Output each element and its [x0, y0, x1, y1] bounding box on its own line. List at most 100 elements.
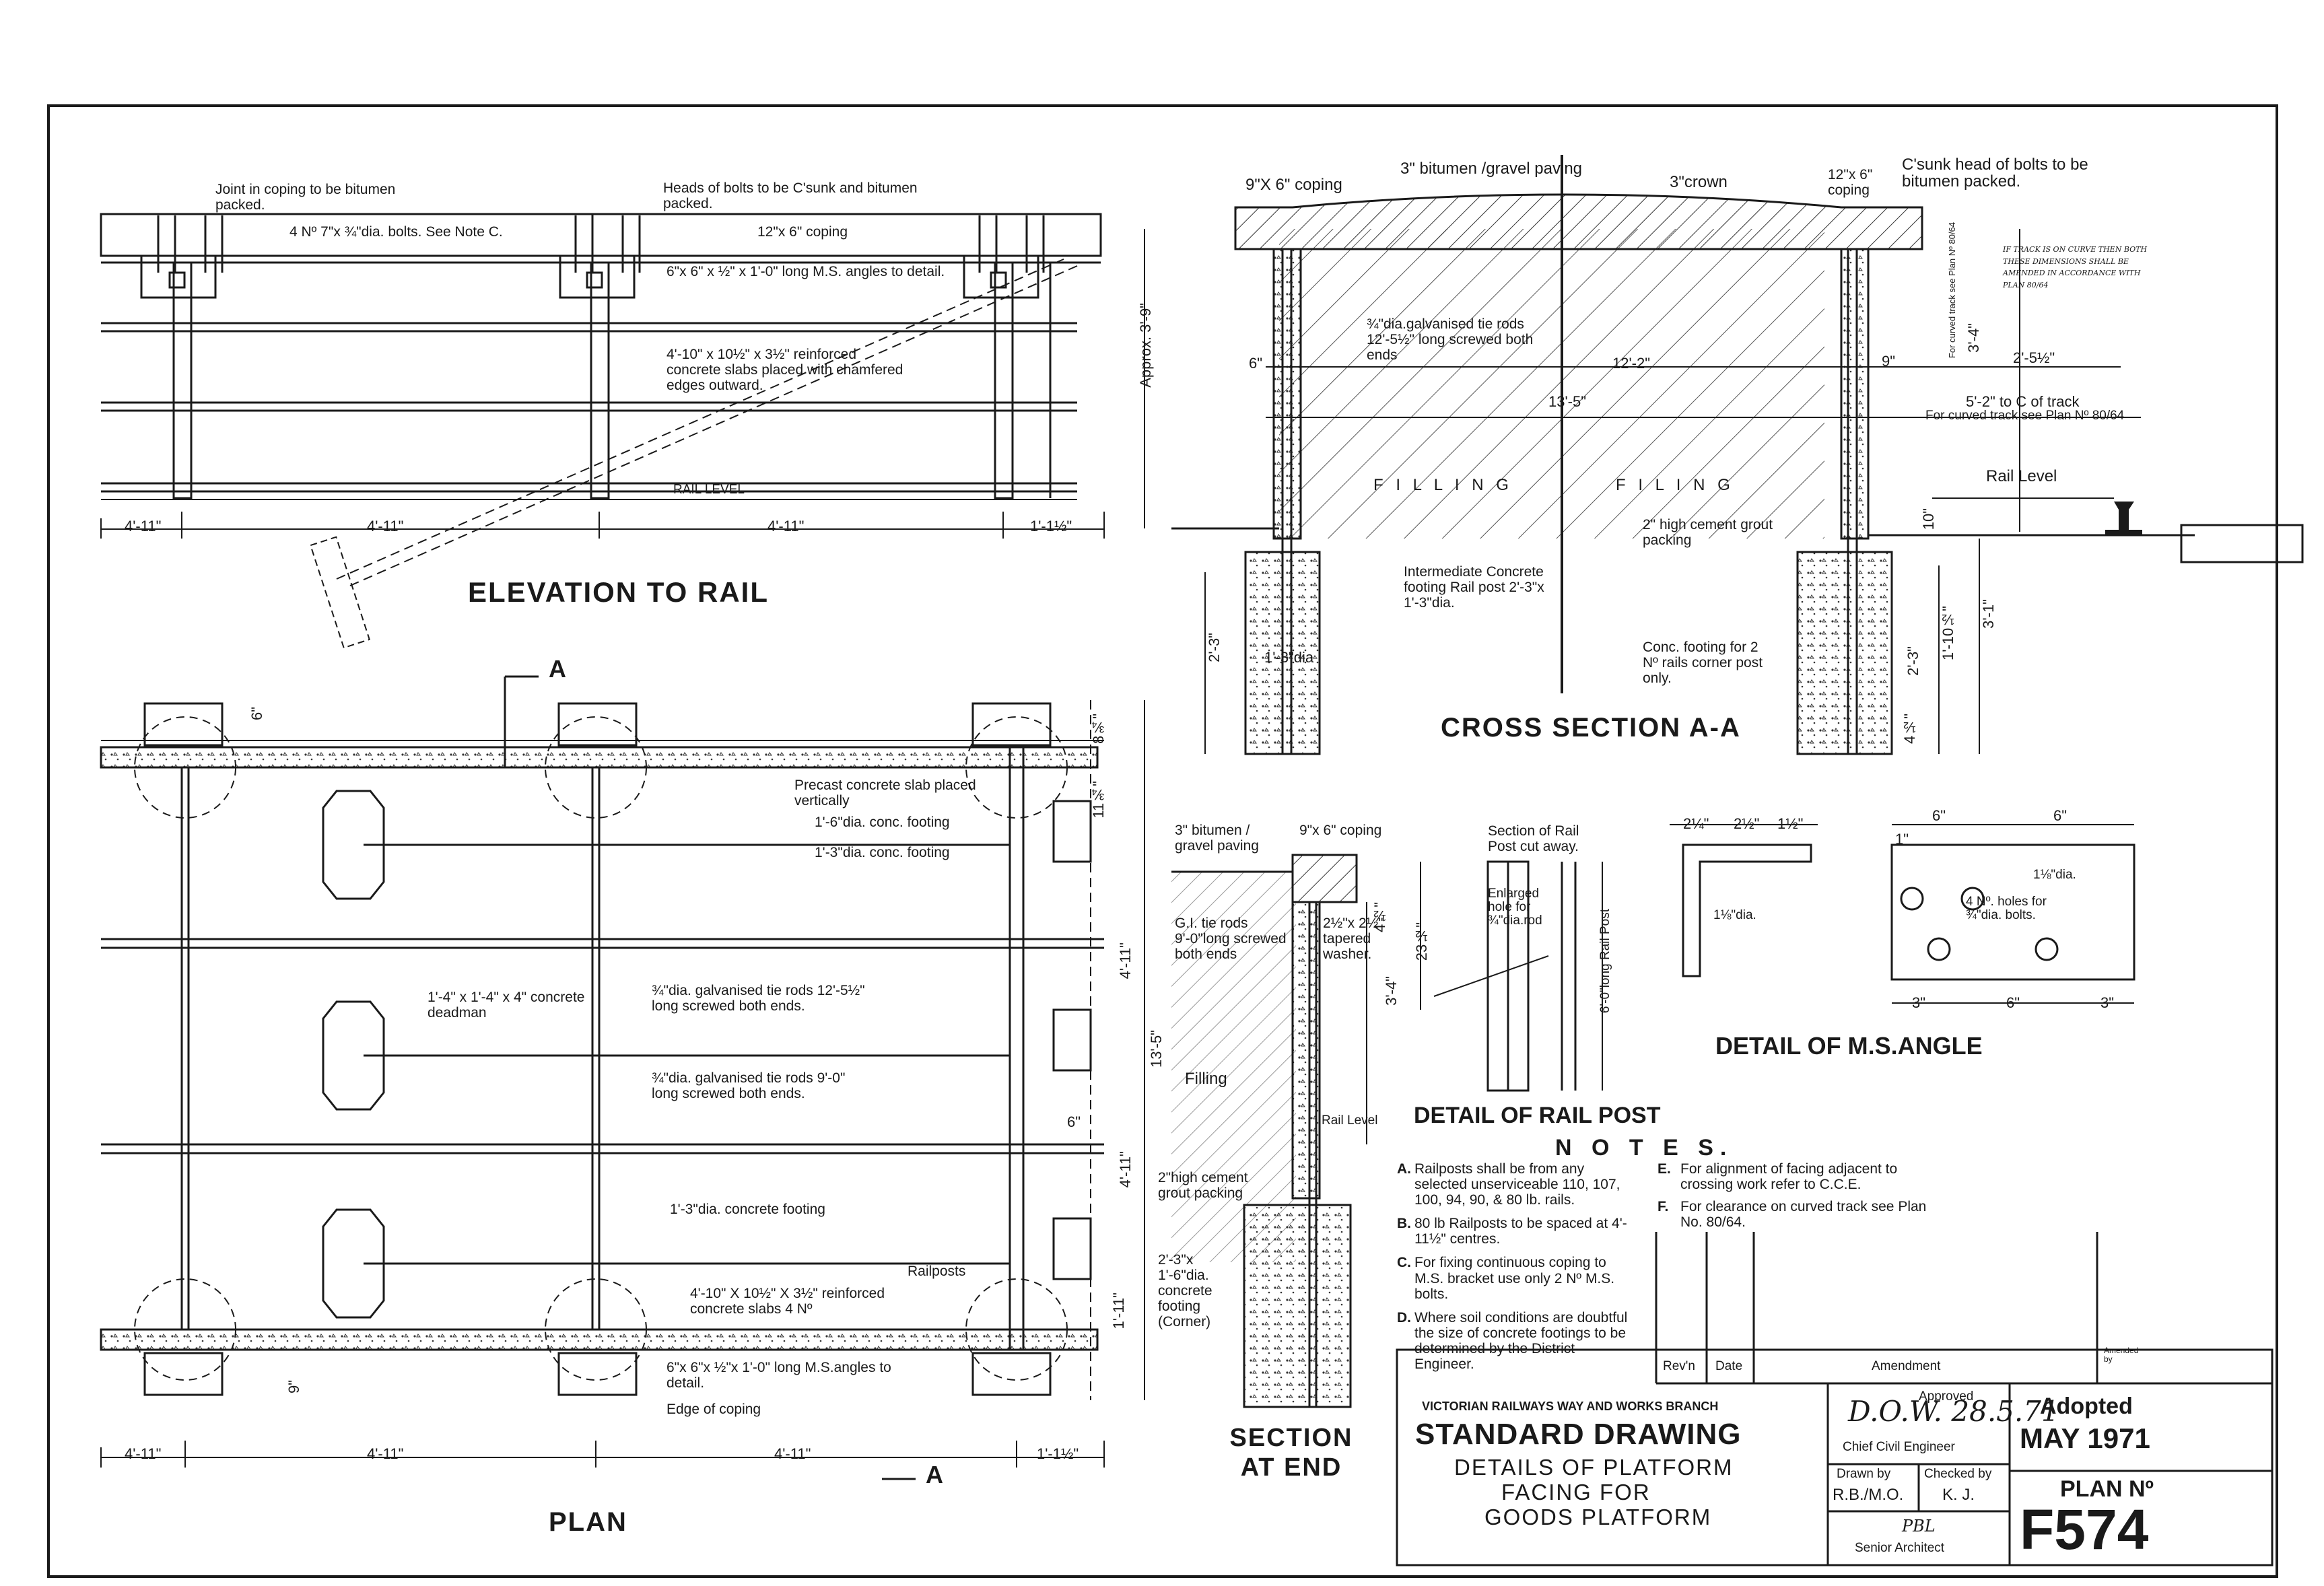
note-item: A.Railposts shall be from any selected u… — [1397, 1161, 1646, 1208]
cross-section-coping-left-label: 9"X 6" coping — [1245, 176, 1342, 194]
section-at-end-view — [1171, 854, 1367, 1408]
title-block — [1396, 1232, 2274, 1566]
title-block-title-line-2: FACING FOR — [1501, 1480, 1651, 1505]
ms-angle-hole-dia: 1⅛"dia. — [1713, 908, 1756, 922]
elevation-dim-3: 4'-11" — [767, 518, 805, 535]
cross-section-dim-1-10: 1'-10½" — [1940, 606, 1956, 661]
title-block-architect: Senior Architect — [1855, 1541, 1945, 1555]
note-text: Railposts shall be from any selected uns… — [1414, 1161, 1620, 1208]
plan-dim-right-1: 8¾" — [1090, 714, 1107, 745]
title-block-plan-no: F574 — [2020, 1498, 2149, 1561]
cross-section-dim-2-5: 2'-5½" — [2013, 349, 2055, 366]
note-text: 80 lb Railposts to be spaced at 4'- 11½"… — [1414, 1216, 1627, 1247]
plan-footing-16-label: 1'-6"dia. conc. footing — [815, 815, 950, 830]
plan-dim-right-4: 4'-11" — [1117, 1151, 1134, 1188]
plan-title: PLAN — [549, 1507, 627, 1537]
ms-angle-dim-1: 1" — [1895, 831, 1909, 848]
note-text: For clearance on curved track see Plan N… — [1680, 1199, 1927, 1231]
cross-section-dim-1-3: 1'-3"dia — [1264, 649, 1314, 666]
title-block-approved: Approved — [1919, 1389, 1974, 1404]
cross-section-curved-track-label-2: For curved track see Plan Nº 80/64 — [1947, 222, 1957, 359]
rail-post-long-label: 6'-0"long Rail Post — [1598, 909, 1612, 1014]
notes-list-left: A.Railposts shall be from any selected u… — [1397, 1161, 1646, 1380]
cross-section-view — [1144, 155, 2304, 755]
cross-section-dim-4: 4½" — [1901, 714, 1918, 745]
ms-angle-dim-bottom-1: 3" — [1912, 994, 1926, 1011]
rail-post-dim-1: 4½" — [1371, 902, 1388, 933]
cross-section-dim-approx: Approx. 3'-9" — [1137, 303, 1154, 388]
plan-edge-label: Edge of coping — [667, 1402, 761, 1417]
title-block-org: VICTORIAN RAILWAYS WAY AND WORKS BRANCH — [1422, 1400, 1719, 1413]
elevation-dim-4: 1'-1½" — [1030, 518, 1072, 535]
note-item: F.For clearance on curved track see Plan… — [1657, 1199, 1960, 1230]
cross-section-paving-label: 3" bitumen /gravel paving — [1400, 160, 1583, 178]
elevation-title: ELEVATION TO RAIL — [468, 576, 770, 608]
section-marker-top: A — [549, 655, 568, 683]
note-key: E. — [1657, 1161, 1671, 1177]
cross-section-crown-label: 3"crown — [1670, 173, 1728, 191]
plan-deadman-label: 1'-4" x 1'-4" x 4" concrete deadman — [428, 990, 585, 1021]
note-key: C. — [1397, 1255, 1411, 1271]
title-block-adopted: Adopted — [2040, 1393, 2133, 1419]
amend-col-amendment: Amendment — [1872, 1359, 1941, 1373]
note-item: B.80 lb Railposts to be spaced at 4'- 11… — [1397, 1216, 1646, 1247]
rail-post-detail — [1420, 860, 1603, 1092]
notes-list-right: E.For alignment of facing adjacent to cr… — [1657, 1161, 1960, 1237]
section-end-coping-label: 9"x 6" coping — [1299, 823, 1382, 838]
elevation-rail-level-label: RAIL LEVEL — [673, 483, 745, 497]
title-block-checked-by-label: Checked by — [1924, 1467, 1992, 1481]
cross-section-filling-label-2: F I L I N G — [1616, 476, 1734, 494]
cross-section-dim-6: 6" — [1249, 355, 1263, 372]
amend-col-revn: Rev'n — [1663, 1359, 1695, 1373]
title-block-title-line-3: GOODS PLATFORM — [1484, 1505, 1712, 1529]
cross-section-title: CROSS SECTION A-A — [1441, 713, 1741, 743]
cross-section-dim-10: 10" — [1920, 508, 1937, 530]
elevation-view — [100, 213, 1105, 649]
elevation-dim-2: 4'-11" — [367, 518, 404, 535]
notes-heading: N O T E S. — [1555, 1135, 1734, 1161]
section-end-tie-rods-label: G.I. tie rods 9'-0"long screwed both end… — [1175, 916, 1287, 963]
section-end-footing-label: 2'-3"x 1'-6"dia. concrete footing (Corne… — [1158, 1252, 1212, 1330]
title-block-chief: Chief Civil Engineer — [1843, 1440, 1955, 1454]
cross-section-intermediate-label: Intermediate Concrete footing Rail post … — [1404, 564, 1544, 611]
ms-angle-dim-top2-1: 6" — [1932, 807, 1946, 824]
ms-angle-dia2: 1⅛"dia. — [2033, 868, 2076, 882]
elevation-bolts-label: 4 Nº 7"x ¾"dia. bolts. See Note C. — [289, 224, 503, 240]
note-item: E.For alignment of facing adjacent to cr… — [1657, 1161, 1960, 1192]
section-end-filling-label: Filling — [1185, 1070, 1227, 1088]
plan-dim-right-3: 4'-11" — [1117, 942, 1134, 979]
plan-dim-right-6: 13'-5" — [1148, 1030, 1165, 1068]
ms-angle-dim-bottom-3: 3" — [2100, 994, 2115, 1011]
plan-dim-right-5: 1'-11" — [1110, 1292, 1127, 1330]
section-end-grout-label: 2"high cement grout packing — [1158, 1170, 1248, 1202]
cross-section-dim-2-3: 2'-3" — [1206, 633, 1223, 662]
ms-angle-title: DETAIL OF M.S.ANGLE — [1715, 1032, 1983, 1060]
plan-precast-label: Precast concrete slab placed vertically — [794, 778, 976, 809]
ms-angle-dim-top2-2: 6" — [2053, 807, 2067, 824]
note-key: D. — [1397, 1309, 1411, 1325]
title-block-adopted-date: MAY 1971 — [2020, 1422, 2150, 1454]
title-block-drawn-by: R.B./M.O. — [1833, 1486, 1904, 1504]
title-block-approved-signature: D.O.W. 28.5.71 — [1848, 1395, 2059, 1428]
cross-section-tie-rods-label: ¾"dia.galvanised tie rods 12'-5½" long s… — [1367, 316, 1534, 364]
note-text: For fixing continuous coping to M.S. bra… — [1414, 1255, 1615, 1302]
note-item: C.For fixing continuous coping to M.S. b… — [1397, 1255, 1646, 1301]
cross-section-conc-footing-label: Conc. footing for 2 Nº rails corner post… — [1643, 640, 1763, 687]
plan-angles-label: 6"x 6"x ½"x 1'-0" long M.S.angles to det… — [667, 1360, 891, 1391]
ms-angle-dim-top-2: 2½" — [1734, 815, 1760, 832]
elevation-joint-label: Joint in coping to be bitumen packed. — [215, 182, 396, 213]
rail-post-title: DETAIL OF RAIL POST — [1414, 1103, 1661, 1128]
cross-section-curve-note: IF TRACK IS ON CURVE THEN BOTH THESE DIM… — [2003, 245, 2148, 289]
plan-railposts-label: Railposts — [908, 1264, 966, 1279]
cross-section-dim-5-2: 5'-2" to C of track — [1966, 393, 2080, 410]
section-end-rail-level-label: Rail Level — [1322, 1113, 1378, 1128]
cross-section-filling-label: F I L L I N G — [1373, 476, 1513, 494]
plan-footing-13-label: 1'-3"dia. conc. footing — [815, 845, 950, 860]
title-block-plan-no-label: PLAN Nº — [2060, 1476, 2154, 1502]
rail-post-hole-label: Enlarged hole for ¾"dia.rod — [1488, 887, 1542, 928]
ms-angle-dim-top-1: 2¼" — [1683, 815, 1709, 832]
note-key: A. — [1397, 1161, 1411, 1177]
cross-section-coping-right-label: 12"x 6" coping — [1828, 167, 1873, 199]
cross-section-dim-13-5: 13'-5" — [1548, 393, 1587, 410]
